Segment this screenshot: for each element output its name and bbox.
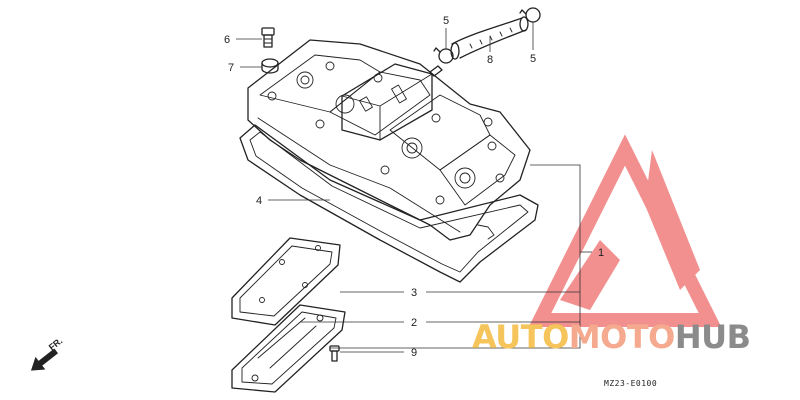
callout-9: 9 — [411, 347, 417, 359]
callout-3: 3 — [411, 287, 417, 299]
watermark-logo — [528, 134, 722, 327]
callout-8: 8 — [487, 54, 493, 66]
cover-bolt — [261, 27, 275, 48]
bolt-grommet — [261, 58, 279, 74]
figure-code: MZ23-E0100 — [604, 379, 657, 388]
breather-plate-gasket — [231, 237, 341, 326]
breather-plate — [231, 304, 346, 393]
brand-hub: HUB — [675, 318, 751, 356]
callout-4: 4 — [256, 195, 262, 207]
direction-label: FR. — [47, 336, 65, 353]
brand-auto: AUTO — [472, 318, 569, 356]
leader-lines — [236, 22, 592, 353]
hose-clamp-lower — [433, 47, 454, 64]
breather-hose — [450, 16, 529, 60]
callout-1: 1 — [598, 247, 604, 259]
callout-7: 7 — [228, 62, 234, 74]
plate-screw — [329, 345, 340, 362]
head-cover-gasket — [239, 124, 539, 283]
callout-6: 6 — [224, 34, 230, 46]
hose-clamp-upper — [519, 7, 541, 23]
watermark-brand: AUTOMOTOHUB — [472, 318, 751, 356]
callout-2: 2 — [411, 317, 417, 329]
callout-5-upper: 5 — [530, 53, 536, 65]
callout-5-lower: 5 — [443, 15, 449, 27]
forward-arrow-icon — [30, 348, 59, 371]
cylinder-head-cover — [247, 39, 531, 241]
brand-moto: MOTO — [569, 318, 675, 356]
